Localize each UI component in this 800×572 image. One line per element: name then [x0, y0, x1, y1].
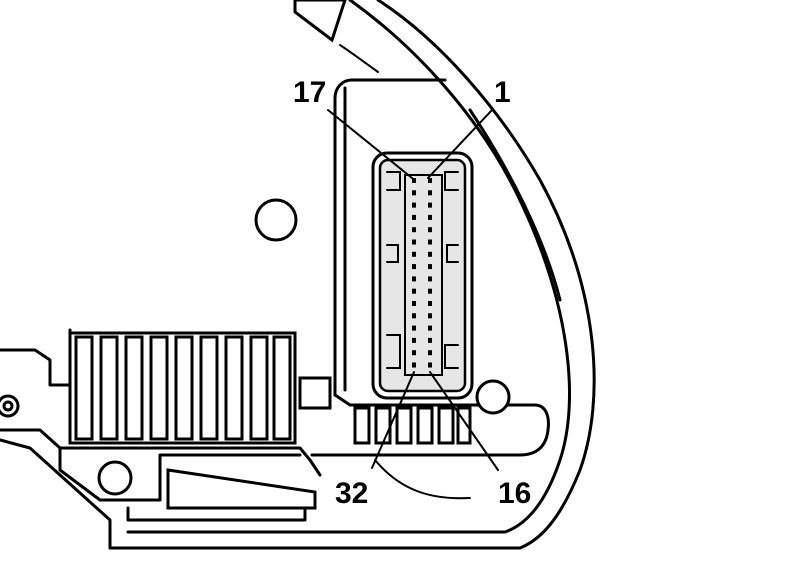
- key-notch-bottom-right: [444, 344, 459, 369]
- connector-pin: [412, 190, 416, 196]
- connector-pin: [428, 227, 432, 233]
- fin: [99, 335, 119, 441]
- housing-lip: [468, 108, 562, 302]
- leader-line-pin-32: [371, 371, 415, 469]
- mounting-hole-lower: [97, 460, 133, 496]
- connector-pin: [412, 239, 416, 245]
- connector-cover-plate: [333, 78, 447, 397]
- connector-pin: [428, 313, 432, 319]
- heat-sink-fins: [74, 335, 292, 441]
- connector-pin: [412, 227, 416, 233]
- connector-pin: [428, 362, 432, 368]
- connector-pin: [412, 337, 416, 343]
- connector-pin: [412, 264, 416, 270]
- connector-pin: [412, 362, 416, 368]
- connector-pin: [428, 276, 432, 282]
- connector-pin: [428, 288, 432, 294]
- lower-clip-plate: [126, 506, 307, 522]
- connector-pin: [412, 288, 416, 294]
- tooth: [395, 406, 413, 445]
- square-block: [298, 376, 332, 410]
- pin-label-32: 32: [335, 477, 368, 510]
- top-latch: [293, 0, 347, 43]
- tooth: [437, 406, 455, 445]
- connector-pin-field: [404, 174, 443, 376]
- tooth: [416, 406, 434, 445]
- mounting-hole-upper: [254, 198, 298, 242]
- key-notch-mid-right: [446, 244, 459, 263]
- pin-label-16: 16: [498, 477, 531, 510]
- lower-clip: [166, 468, 317, 510]
- connector-pin: [412, 350, 416, 356]
- connector-pin: [412, 325, 416, 331]
- connector-pin: [412, 313, 416, 319]
- top-latch-groove: [339, 44, 379, 73]
- leader-line-pin-16: [429, 371, 499, 471]
- fin: [272, 335, 292, 441]
- mounting-hole-right: [475, 379, 511, 415]
- housing-inner-edge: [126, 0, 571, 534]
- connector-pin: [412, 214, 416, 220]
- connector-pin: [428, 251, 432, 257]
- key-notch-top-left: [386, 171, 401, 191]
- tooth: [353, 406, 371, 445]
- connector-pin: [428, 202, 432, 208]
- connector-pin: [412, 301, 416, 306]
- fin: [249, 335, 269, 441]
- leader-line-pin-17: [327, 109, 413, 179]
- connector-pin: [428, 325, 432, 331]
- fin: [199, 335, 219, 441]
- connector-pin: [428, 190, 432, 196]
- connector-pin: [428, 350, 432, 356]
- connector-pins: [412, 178, 432, 368]
- connector-cover-bottom: [310, 393, 550, 457]
- connector-pin: [428, 301, 432, 306]
- connector-pin: [412, 276, 416, 282]
- fin: [224, 335, 244, 441]
- connector-pin: [412, 178, 416, 183]
- tooth: [374, 406, 392, 445]
- lower-slope: [0, 438, 112, 550]
- pin-label-1: 1: [494, 76, 511, 109]
- mounting-screw-left-center: [2, 400, 14, 412]
- wire-curve: [374, 459, 471, 500]
- key-notch-bottom-left: [386, 334, 401, 369]
- lower-bracket: [58, 446, 302, 502]
- connector-pin: [412, 202, 416, 208]
- connector-pin: [428, 239, 432, 245]
- connector-pin: [428, 337, 432, 343]
- fin: [149, 335, 169, 441]
- bottom-teeth: [353, 406, 472, 445]
- connector-pin: [428, 214, 432, 220]
- fin: [124, 335, 144, 441]
- connector-pin: [412, 251, 416, 257]
- fin: [174, 335, 194, 441]
- connector-pin: [428, 178, 432, 183]
- leader-line-pin-1: [427, 109, 493, 179]
- fin: [74, 335, 94, 441]
- key-notch-mid-left: [386, 244, 399, 263]
- connector-pin: [428, 264, 432, 270]
- key-notch-top-right: [444, 171, 459, 191]
- pin-label-17: 17: [293, 76, 326, 109]
- housing-outer-edge: [108, 0, 596, 550]
